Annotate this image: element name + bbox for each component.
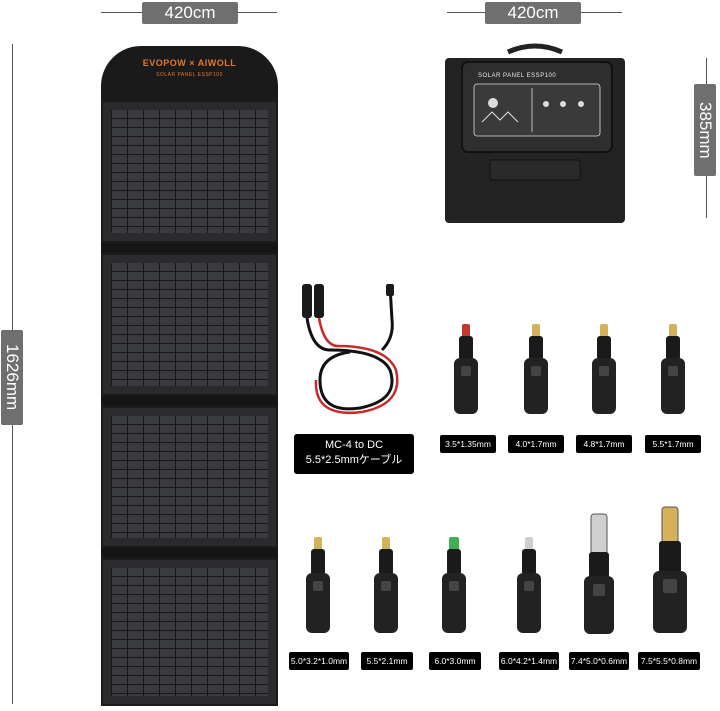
dc-adapter-icon xyxy=(454,324,478,414)
dc-adapter-icon xyxy=(653,506,687,633)
adapter-size-label: 4.8*1.7mm xyxy=(576,435,632,453)
cable-label: MC-4 to DC 5.5*2.5mmケーブル xyxy=(294,434,414,474)
cable-label-line2: 5.5*2.5mmケーブル xyxy=(305,454,403,466)
folded-bag-image xyxy=(445,43,625,223)
adapter-size-label: 4.0*1.7mm xyxy=(508,435,564,453)
adapter-size-label: 5.5*2.1mm xyxy=(361,652,413,670)
dc-adapter-icon xyxy=(374,537,398,633)
adapter-size-label: 7.5*5.5*0.8mm xyxy=(638,652,700,670)
mc4-dc-cable-image xyxy=(302,284,399,415)
cable-label-line1: MC-4 to DC xyxy=(324,439,384,451)
panel-hinge-1 xyxy=(101,243,278,253)
dc-adapter-icon xyxy=(592,324,616,414)
panel-length-label: 1626mm xyxy=(1,330,23,425)
panel-segment-3 xyxy=(101,406,278,548)
panel-model-text: SOLAR PANEL ESSP100 xyxy=(156,72,223,78)
adapter-size-label: 3.5*1.35mm xyxy=(440,435,496,453)
panel-segment-1 xyxy=(101,100,278,243)
panel-top-flap: EVOPOW × AIWOLL SOLAR PANEL ESSP100 xyxy=(101,46,278,100)
panel-hinge-3 xyxy=(101,548,278,558)
folded-model-text: SOLAR PANEL ESSP100 xyxy=(478,73,557,79)
adapter-size-label: 7.4*5.0*0.6mm xyxy=(569,652,629,670)
folded-height-label: 385mm xyxy=(694,84,716,176)
panel-brand-logo: EVOPOW × AIWOLL xyxy=(142,58,237,68)
panel-segment-4 xyxy=(101,558,278,706)
dc-adapter-icon xyxy=(517,537,541,633)
dc-adapter-icon xyxy=(306,537,330,633)
adapter-size-label: 5.0*3.2*1.0mm xyxy=(289,652,349,670)
folded-width-label: 420cm xyxy=(485,2,581,24)
panel-width-label: 420cm xyxy=(142,2,238,24)
dc-adapter-icon xyxy=(661,324,685,414)
dc-adapter-icon xyxy=(584,513,614,634)
adapter-size-label: 6.0*3.0mm xyxy=(429,652,481,670)
adapter-size-label: 6.0*4.2*1.4mm xyxy=(499,652,559,670)
panel-segment-2 xyxy=(101,253,278,396)
dc-adapter-icon xyxy=(524,324,548,414)
adapter-size-label: 5.5*1.7mm xyxy=(645,435,701,453)
dc-adapter-icon xyxy=(442,537,466,633)
panel-hinge-2 xyxy=(101,396,278,406)
